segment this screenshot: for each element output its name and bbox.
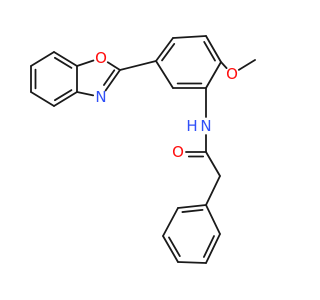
- bond-c3-c4: [162, 235, 179, 263]
- bond-b1-b2-double: [161, 42, 176, 62]
- bond-b4-b5: [205, 61, 222, 89]
- bond-O2-Me: [237, 59, 256, 71]
- bond-c2-c3: [162, 207, 179, 237]
- bond-b2-b3: [172, 35, 207, 39]
- atom-label-n1: N: [95, 88, 106, 106]
- bond-a5-a6: [53, 51, 78, 67]
- bond-c3-c4-double: [168, 236, 181, 258]
- bond-C2-b1: [119, 60, 157, 71]
- bond-c5-c6-double: [203, 235, 215, 258]
- bond-layer: [30, 35, 256, 264]
- bond-b6-b1: [155, 60, 174, 89]
- atom-label-n2: N: [200, 117, 211, 135]
- atom-label-h: H: [186, 117, 197, 135]
- atom-label-o2: O: [226, 65, 238, 83]
- bond-N1-a4: [76, 91, 95, 97]
- bond-c1-c2-double: [181, 208, 204, 213]
- bond-b4-O2: [220, 61, 228, 70]
- atom-label-o1: O: [95, 49, 107, 67]
- bond-a2-a3: [30, 91, 55, 107]
- bond-c1-c2: [177, 204, 207, 209]
- bond-O1-C2: [106, 61, 121, 71]
- bond-c6-c1: [205, 204, 221, 235]
- atom-label-o3: O: [172, 143, 184, 161]
- bond-c5-c6: [205, 233, 221, 264]
- bond-Cc-CH2: [205, 151, 221, 177]
- bond-C2-N1: [104, 69, 121, 92]
- bond-c4-c5: [177, 261, 207, 264]
- bond-a5-O1: [76, 59, 95, 67]
- bond-CH2-c1: [205, 175, 221, 206]
- bond-a3-a4-double: [53, 89, 73, 102]
- bond-a6-a1: [30, 51, 55, 67]
- bond-b1-b2: [155, 37, 174, 62]
- bond-b3-b4: [205, 35, 222, 63]
- bond-a5-a6-double: [53, 56, 73, 69]
- bond-b3-b4-double: [203, 40, 216, 62]
- bond-C2-N1-double: [103, 69, 116, 86]
- bond-a3-a4: [53, 91, 78, 107]
